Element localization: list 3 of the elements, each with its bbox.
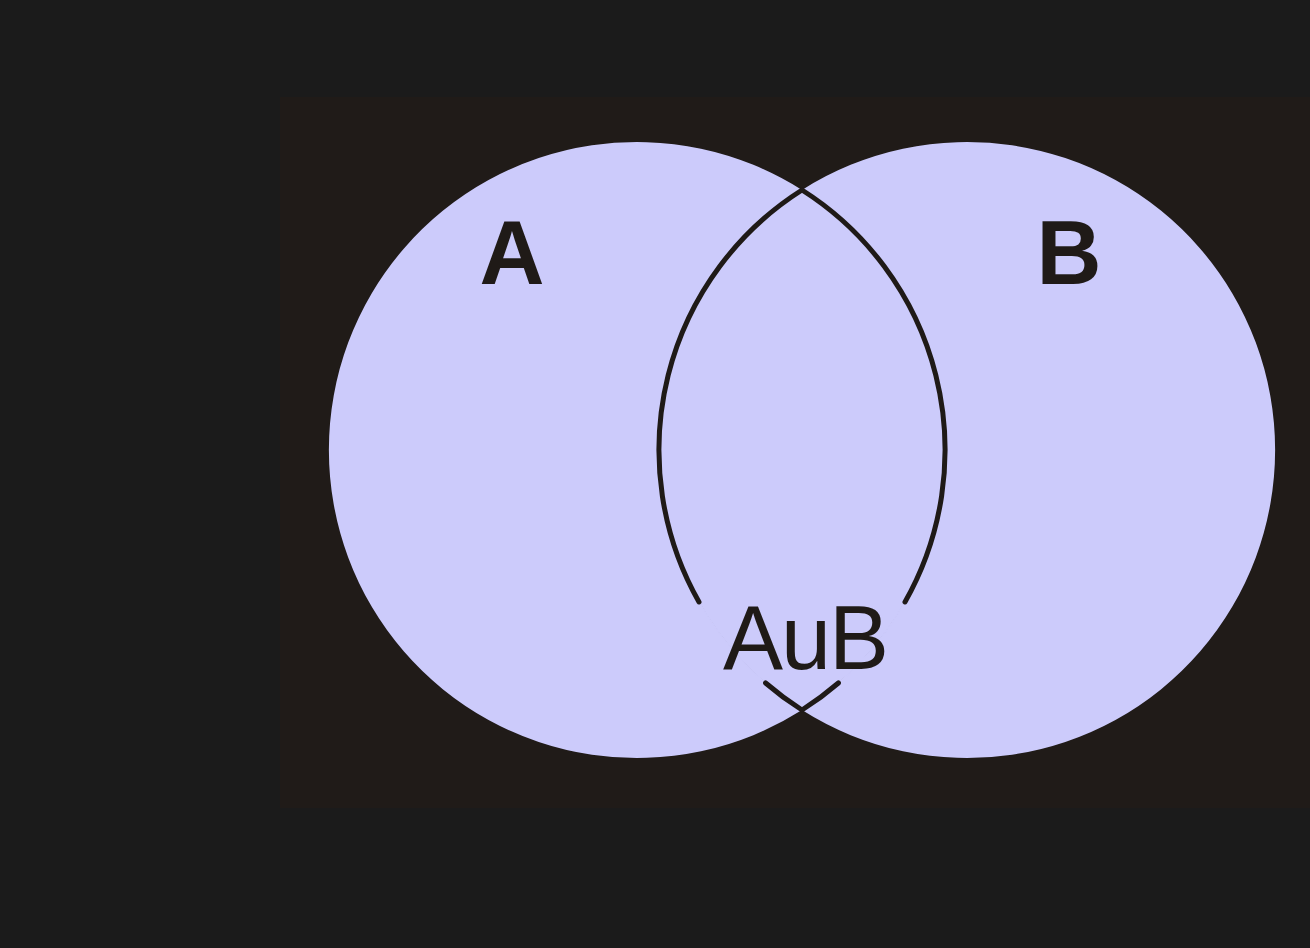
set-label: B (1036, 208, 1102, 298)
region-label: AuB (722, 593, 888, 683)
set-label: A (479, 208, 545, 298)
